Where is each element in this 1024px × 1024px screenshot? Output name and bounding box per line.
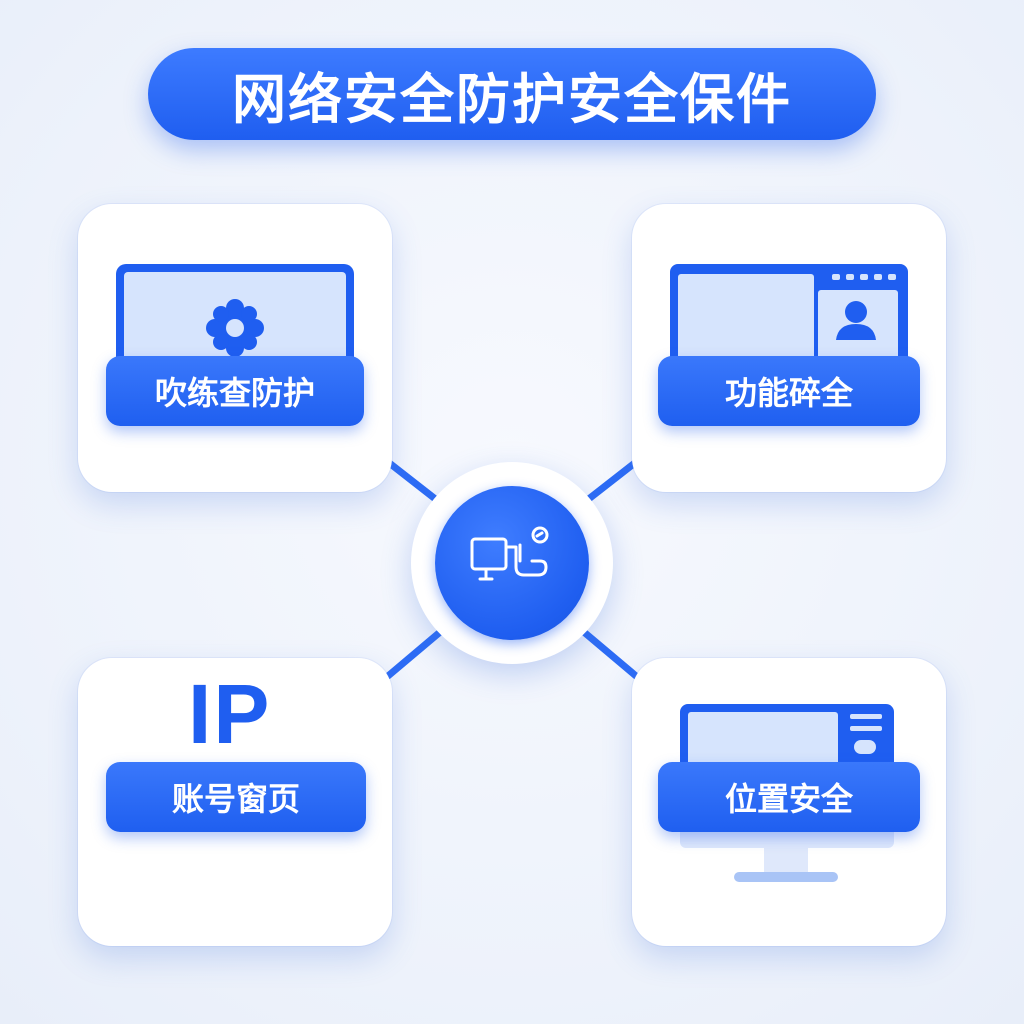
gear-icon [206,299,264,357]
card-label-function-security: 功能碎全 [658,356,920,426]
card-bottom-right[interactable]: 位置安全 [632,658,946,946]
page-title: 网络安全防护安全保件 [232,67,792,131]
card-top-right[interactable]: 功能碎全 [632,204,946,492]
card-bottom-left[interactable]: IP 账号窗页 [78,658,392,946]
title-banner: 网络安全防护安全保件 [148,48,876,140]
card-label-network-check: 吹练查防护 [106,356,364,426]
gear-monitor-icon [116,264,354,366]
card-top-left[interactable]: 吹练查防护 [78,204,392,492]
central-hub[interactable] [411,462,613,664]
user-avatar-icon [836,301,876,340]
hub-button[interactable] [435,486,589,640]
card-label-account-page: 账号窗页 [106,762,366,832]
connected-device-icon [470,526,549,581]
window-dots-icon [832,274,896,280]
monitor-bezel [680,832,894,848]
ip-heading: IP [188,667,272,761]
monitor-base-icon [734,872,838,882]
card-label-location-security: 位置安全 [658,762,920,832]
desktop-monitor-icon [680,704,894,768]
monitor-stand-icon [764,848,808,874]
user-profile-monitor-icon [670,264,908,366]
